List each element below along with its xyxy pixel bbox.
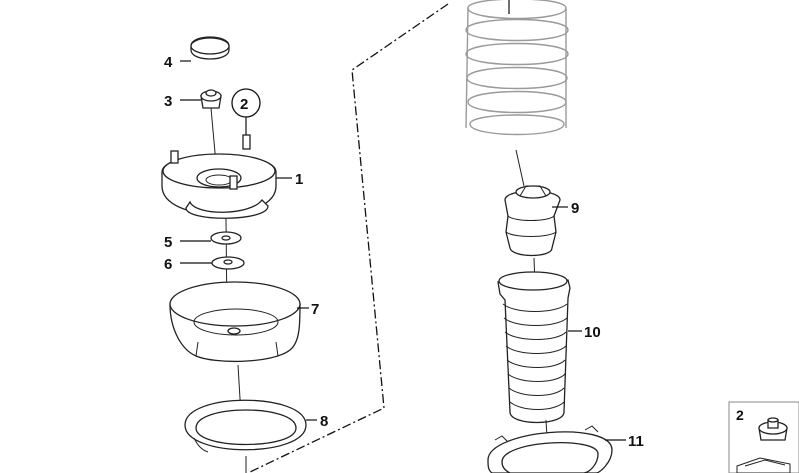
part-9-bump-stop[interactable] [504, 185, 561, 257]
callout-2-badge: 2 [231, 88, 261, 118]
callout-8: 8 [320, 413, 328, 430]
callout-2: 2 [240, 96, 248, 113]
legend-label: 2 [736, 407, 744, 423]
callout-4: 4 [164, 54, 173, 71]
part-5-washer[interactable] [210, 231, 242, 245]
callout-11: 11 [628, 433, 644, 450]
legend-box: 2 [728, 401, 799, 473]
callout-1: 1 [295, 171, 303, 188]
callout-10: 10 [584, 324, 601, 341]
part-4-cap[interactable] [190, 36, 230, 60]
callout-6: 6 [164, 256, 172, 273]
part-1-strut-mount[interactable] [161, 134, 277, 219]
part-3-nut[interactable] [200, 89, 222, 109]
callout-7: 7 [311, 301, 319, 318]
legend-nut-icon [758, 417, 788, 441]
part-8-spring-pad[interactable] [184, 399, 307, 453]
callout-5: 5 [164, 234, 172, 251]
part-7-spring-seat[interactable] [169, 281, 301, 363]
assembly-separator-line [249, 3, 449, 473]
part-11-lower-spring-pad[interactable] [487, 425, 613, 473]
axis-line-spring [515, 149, 525, 187]
coil-spring [465, 0, 569, 136]
callout-3: 3 [164, 93, 172, 110]
part-6-washer[interactable] [211, 256, 245, 270]
part-10-dust-boot[interactable] [497, 271, 571, 424]
callout-9: 9 [571, 200, 579, 217]
